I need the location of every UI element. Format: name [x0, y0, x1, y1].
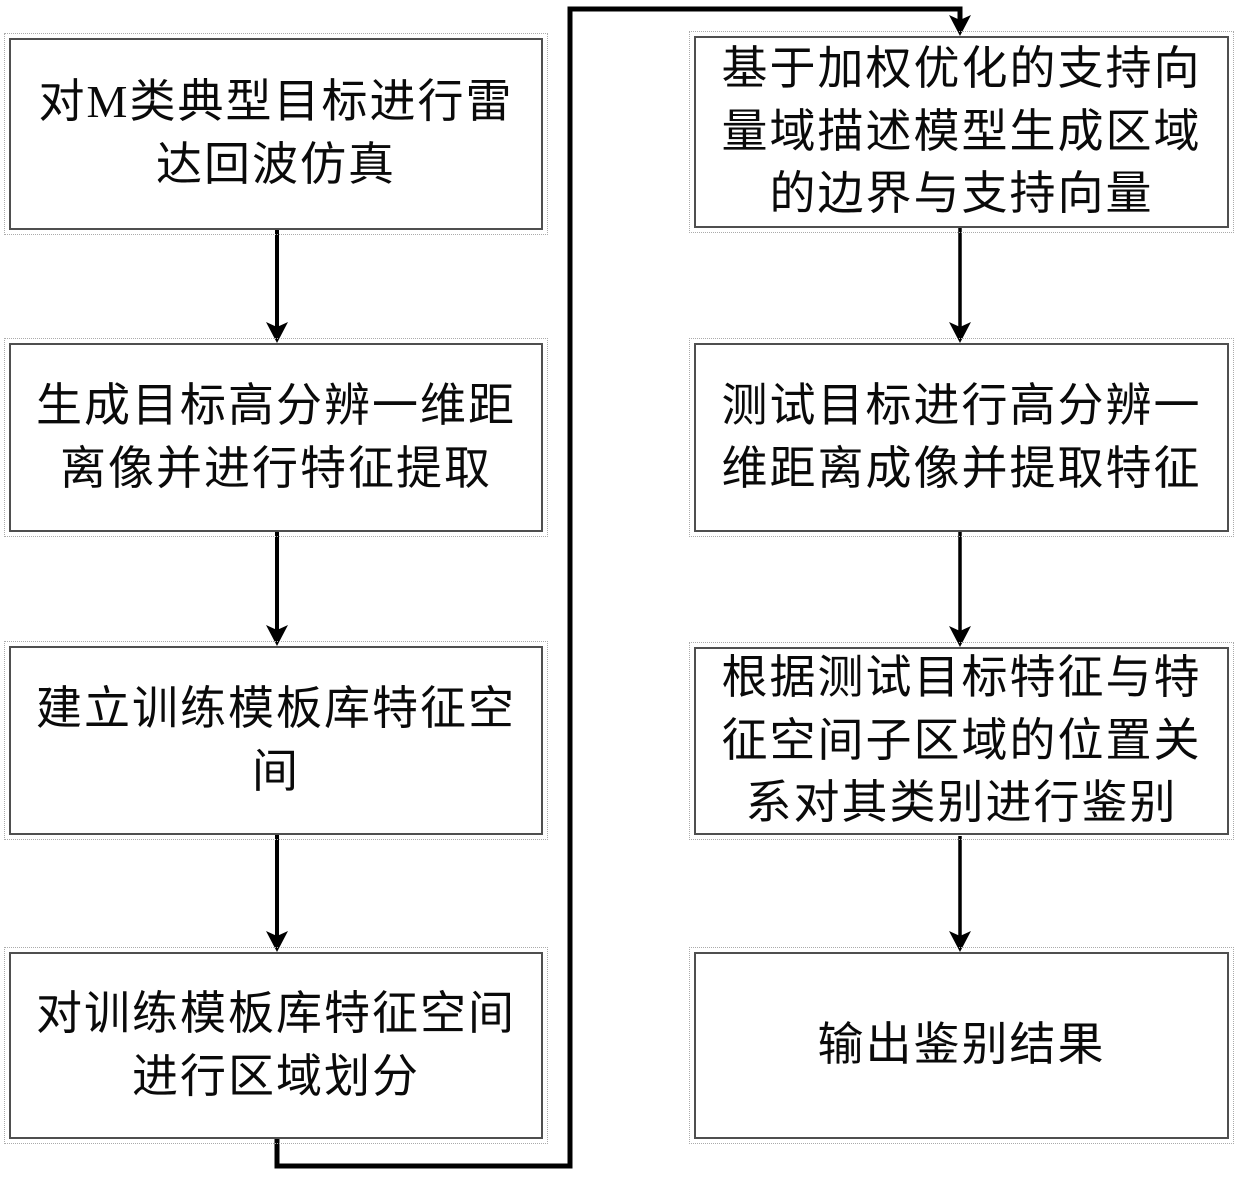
flow-step-3: 建立训练模板库特征空间	[4, 641, 548, 840]
arrow-step5-step6	[949, 228, 971, 343]
flow-step-4: 对训练模板库特征空间进行区域划分	[4, 947, 548, 1144]
arrow-step1-step2	[266, 230, 288, 343]
flow-step-1: 对M类典型目标进行雷达回波仿真	[4, 33, 548, 235]
flow-step-7: 根据测试目标特征与特征空间子区域的位置关系对其类别进行鉴别	[689, 642, 1234, 840]
flow-step-6: 测试目标进行高分辨一维距离成像并提取特征	[689, 338, 1234, 537]
flow-step-5-label: 基于加权优化的支持向量域描述模型生成区域的边界与支持向量	[721, 43, 1202, 220]
arrow-step6-step7	[949, 532, 971, 647]
arrow-step3-step4	[266, 835, 288, 952]
flow-step-4-label: 对训练模板库特征空间进行区域划分	[36, 987, 516, 1102]
flow-step-8-label: 输出鉴别结果	[817, 1019, 1106, 1071]
flow-step-3-label: 建立训练模板库特征空间	[36, 682, 516, 797]
flow-step-2-label: 生成目标高分辨一维距离像并进行特征提取	[36, 379, 516, 494]
flow-step-1-label: 对M类典型目标进行雷达回波仿真	[38, 76, 514, 190]
flow-step-7-label: 根据测试目标特征与特征空间子区域的位置关系对其类别进行鉴别	[721, 652, 1202, 829]
arrow-step2-step3	[266, 532, 288, 646]
flow-step-5: 基于加权优化的支持向量域描述模型生成区域的边界与支持向量	[689, 31, 1234, 233]
arrow-step7-step8	[949, 836, 971, 952]
flow-step-6-label: 测试目标进行高分辨一维距离成像并提取特征	[721, 379, 1202, 494]
flow-step-8: 输出鉴别结果	[689, 947, 1234, 1144]
flow-step-2: 生成目标高分辨一维距离像并进行特征提取	[4, 338, 548, 537]
